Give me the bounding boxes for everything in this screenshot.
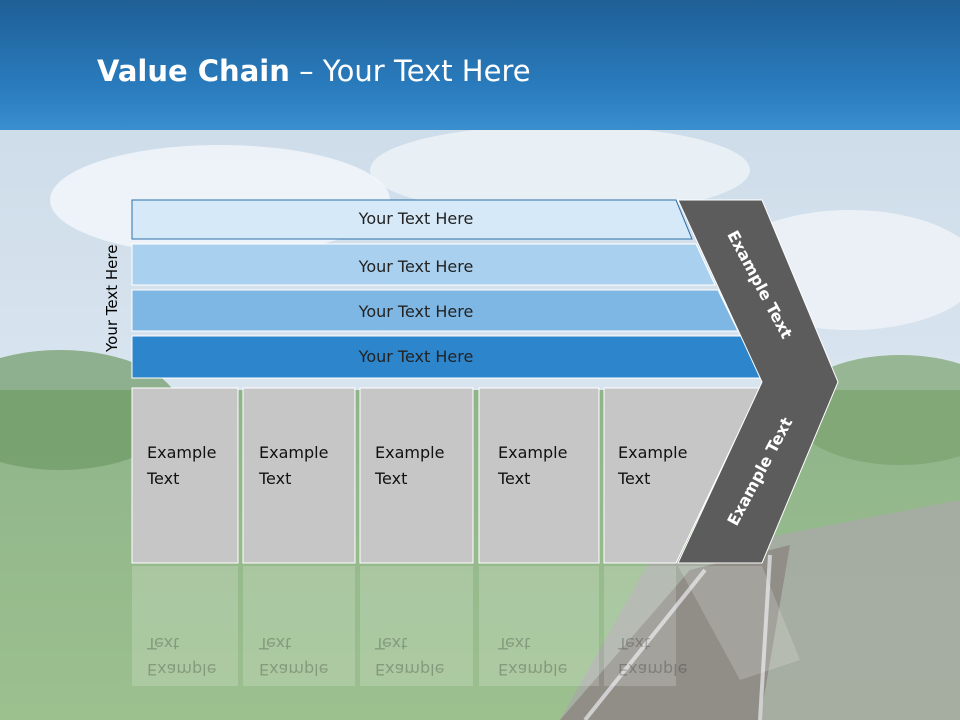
title-bold: Value Chain — [97, 54, 290, 88]
example-box-3 — [359, 387, 474, 564]
box-5-line2: Text — [618, 469, 651, 488]
box-4-line1: Example — [498, 443, 568, 462]
slide-title: Value Chain – Your Text Here — [97, 54, 531, 88]
box-reflection-4-line1: Example — [498, 660, 568, 679]
box-3-line1: Example — [375, 443, 445, 462]
box-reflection-5-line1: Example — [618, 660, 688, 679]
row-bar-2 — [131, 243, 716, 286]
example-box-2 — [242, 387, 356, 564]
box-reflection-4-line2: Text — [498, 634, 531, 653]
box-reflection-3-line2: Text — [375, 634, 408, 653]
box-reflection-5-line2: Text — [618, 634, 651, 653]
example-box-5 — [603, 387, 761, 564]
box-reflection-2: Example Text — [259, 630, 328, 682]
row-text-2: Your Text Here — [358, 257, 474, 276]
box-4-line2: Text — [498, 469, 531, 488]
box-3-line2: Text — [375, 469, 408, 488]
box-reflection-2-line2: Text — [259, 634, 292, 653]
box-2-line1: Example — [259, 443, 329, 462]
box-reflection-3: Example Text — [375, 630, 444, 682]
row-bar-1 — [131, 199, 693, 240]
box-reflection-1-line2: Text — [147, 634, 180, 653]
title-bar — [0, 0, 960, 130]
box-reflection-2-line1: Example — [259, 660, 329, 679]
row-text-1: Your Text Here — [358, 209, 474, 228]
box-2-line2: Text — [259, 469, 292, 488]
example-box-1 — [131, 387, 239, 564]
box-1-line2: Text — [147, 469, 180, 488]
row-text-3: Your Text Here — [358, 302, 474, 321]
title-rest: – Your Text Here — [289, 54, 531, 88]
row-text-4: Your Text Here — [358, 347, 474, 366]
box-reflection-1-line1: Example — [147, 660, 217, 679]
box-1-line1: Example — [147, 443, 217, 462]
example-box-4 — [478, 387, 600, 564]
box-reflection-5: Example Text — [618, 630, 687, 682]
box-reflection-3-line1: Example — [375, 660, 445, 679]
box-reflection-4: Example Text — [498, 630, 567, 682]
box-5-line1: Example — [618, 443, 688, 462]
box-reflection-1: Example Text — [147, 630, 216, 682]
chevron-arrow — [677, 199, 839, 564]
